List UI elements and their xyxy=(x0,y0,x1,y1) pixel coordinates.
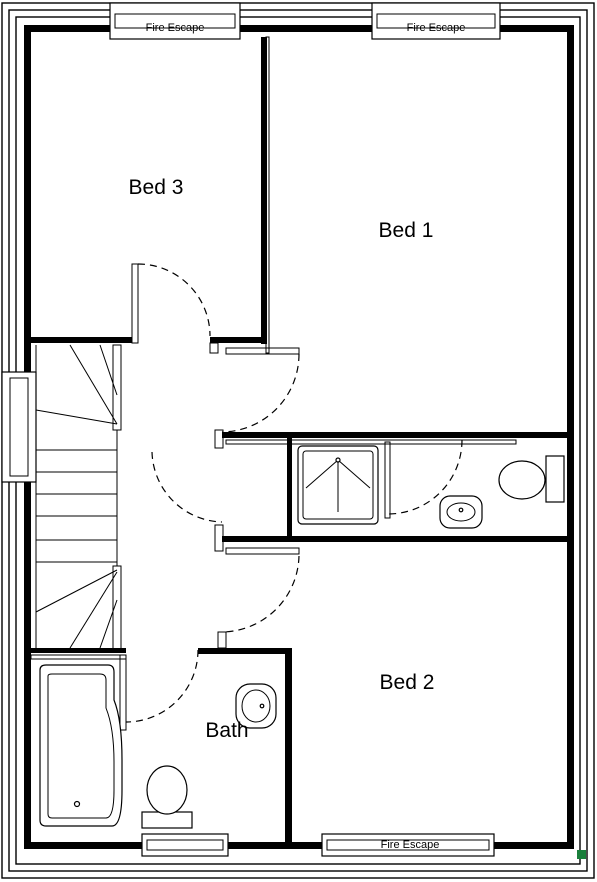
bath-toilet xyxy=(141,765,193,829)
interior-walls xyxy=(30,36,567,842)
room-label-bath: Bath xyxy=(205,719,249,742)
fire-escape-window-top-left xyxy=(109,2,241,40)
fire-escape-window-top-right xyxy=(371,2,501,40)
room-label-bed-2: Bed 2 xyxy=(379,671,435,694)
fire-escape-label-bottom: Fire Escape xyxy=(380,839,440,851)
window-left-landing xyxy=(1,371,37,483)
staircase xyxy=(35,344,118,649)
ensuite-washbasin xyxy=(439,495,483,529)
fire-escape-label-top-right: Fire Escape xyxy=(406,22,466,34)
door-swings xyxy=(125,263,463,723)
shower-tray xyxy=(297,445,379,525)
fire-escape-window-bottom xyxy=(321,833,495,857)
window-bottom-bath xyxy=(141,833,229,857)
ensuite-toilet xyxy=(498,455,565,503)
room-label-bed-3: Bed 3 xyxy=(128,176,184,199)
room-label-bed-1: Bed 1 xyxy=(378,219,434,242)
bath-washbasin xyxy=(235,683,277,729)
corner-marker xyxy=(577,850,586,859)
bath-tub xyxy=(39,664,123,827)
fire-escape-label-top-left: Fire Escape xyxy=(145,22,205,34)
